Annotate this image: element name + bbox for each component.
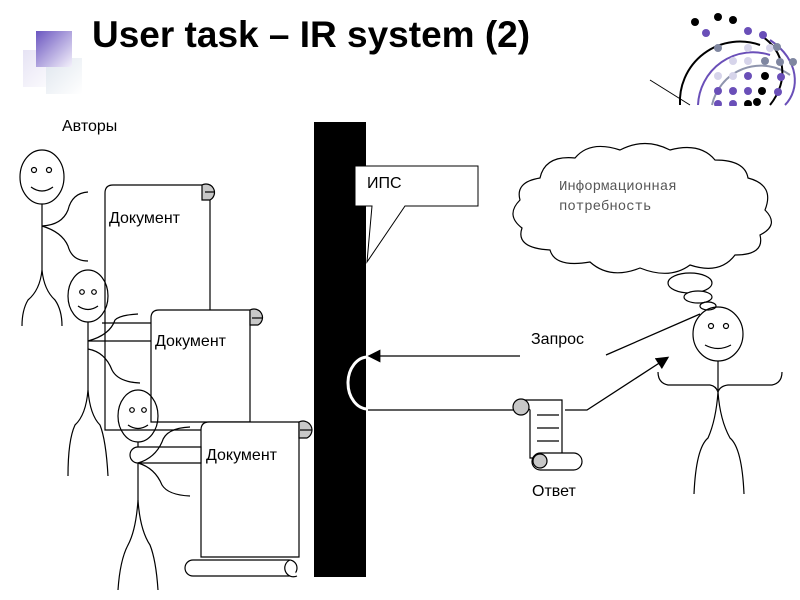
decorative-circles-logo xyxy=(649,13,797,108)
query-label: Запрос xyxy=(531,331,585,348)
author-figure-3 xyxy=(117,389,202,591)
answer-scroll-icon xyxy=(512,398,583,471)
document-label-2: Документ xyxy=(155,333,226,350)
authors-label: Авторы xyxy=(62,118,118,135)
slide-title: User task – IR system (2) xyxy=(92,14,531,55)
system-label: ИПС xyxy=(367,175,402,192)
thought-cloud xyxy=(512,142,772,311)
user-figure xyxy=(657,306,783,495)
answer-label: Ответ xyxy=(532,483,576,500)
info-need-line-1: Информационная xyxy=(559,179,677,195)
document-label-3: Документ xyxy=(206,447,277,464)
document-scroll-2 xyxy=(150,308,264,423)
answer-arrow xyxy=(565,356,670,411)
system-callout xyxy=(354,165,479,264)
info-need-line-2: потребность xyxy=(559,199,652,215)
title-bullet-icon xyxy=(23,31,82,94)
document-label-1: Документ xyxy=(109,210,180,227)
author-figure-1 xyxy=(19,149,89,327)
query-line-from-user xyxy=(605,313,701,356)
system-loop-arrow xyxy=(346,355,369,411)
document-scroll-3 xyxy=(184,420,313,578)
author-figure-2 xyxy=(67,269,151,477)
